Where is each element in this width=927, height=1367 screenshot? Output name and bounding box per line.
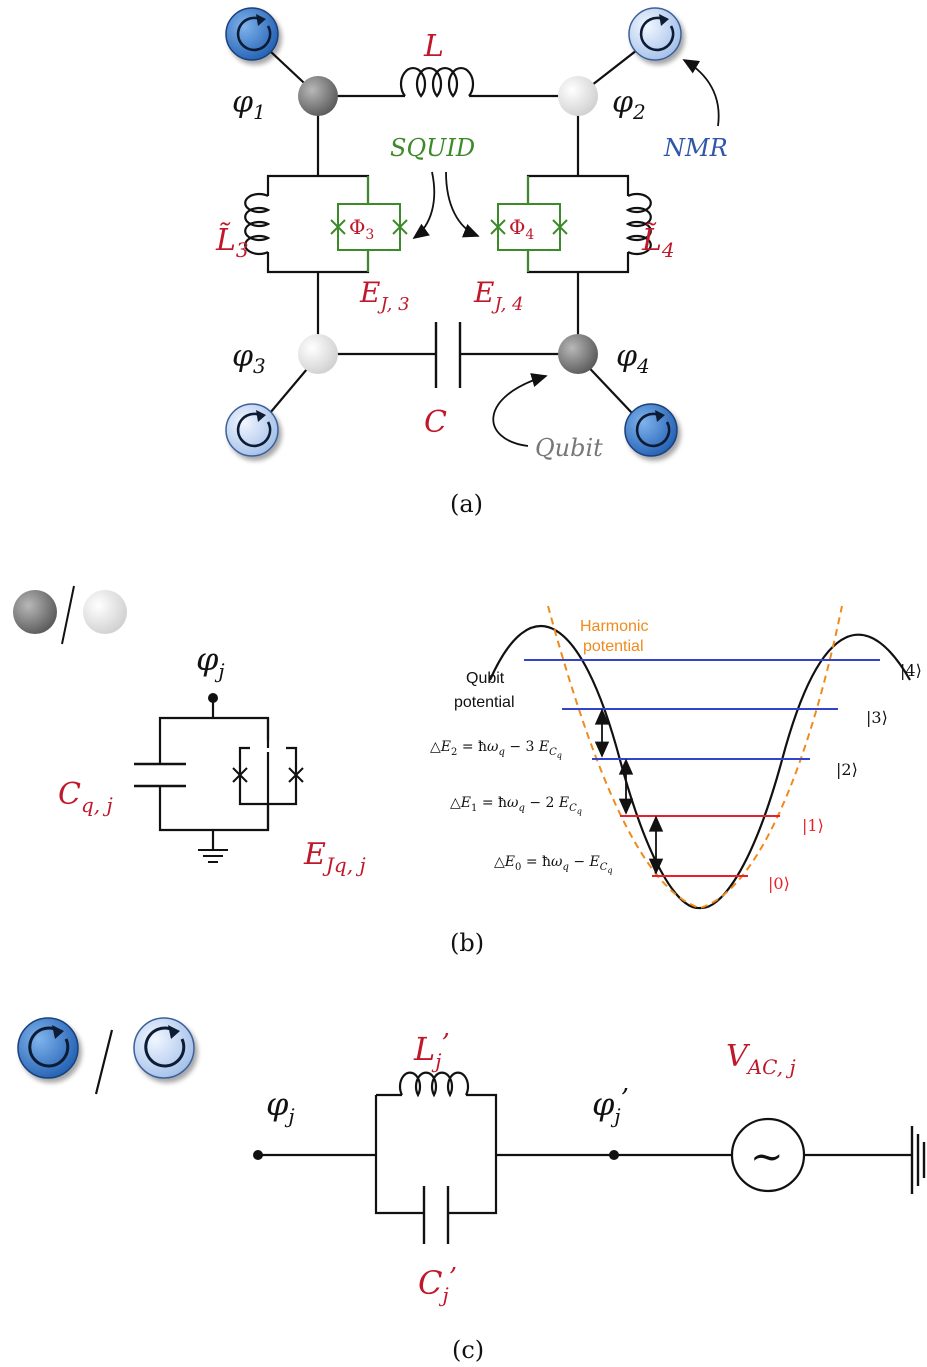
state-4: |4⟩ (900, 661, 922, 680)
state-1: |1⟩ (802, 816, 824, 835)
rotor-bottom-left (225, 403, 279, 457)
label-EJqj: EJq, j (303, 837, 366, 877)
node-light-legend (83, 590, 127, 634)
label-qubit-pot-2: potential (454, 694, 515, 711)
squid-arrow-right (445, 171, 480, 238)
node-phi1 (298, 76, 338, 116)
label-Lj: Lj’ (413, 1029, 450, 1073)
panel-a: L φ1 φ2 SQUID NMR L̃3 L̃4 Φ3 Φ4 EJ, 3 EJ… (215, 7, 728, 518)
label-C: C (424, 405, 447, 440)
qubit-potential-curve (488, 624, 911, 910)
inductor-Lj (398, 1071, 470, 1098)
label-EJ4: EJ, 4 (473, 276, 524, 315)
label-L3: L̃3 (215, 223, 249, 262)
caption-a: (a) (450, 490, 483, 518)
nmr-arrow (682, 59, 720, 127)
state-2: |2⟩ (836, 760, 858, 779)
rotor-bottom-right (624, 403, 678, 457)
squid-right (490, 176, 568, 272)
label-qubit: Qubit (535, 434, 603, 462)
node-phi2 (558, 76, 598, 116)
label-VAC: VAC, j (726, 1039, 796, 1079)
label-phij-b: φj (196, 640, 225, 683)
caption-c: (c) (452, 1336, 484, 1364)
label-dE1: △E1 = ħωq − 2 ECq (450, 795, 582, 816)
label-EJ3: EJ, 3 (359, 276, 410, 315)
inductor-L4 (625, 192, 652, 256)
rotor-top-left (225, 7, 279, 61)
inductor-L (318, 66, 578, 98)
label-phi4: φ4 (616, 339, 650, 378)
label-Cqj: Cq, j (58, 777, 113, 817)
rotor-dark-legend (17, 1017, 79, 1079)
label-harmonic-2: potential (583, 638, 644, 655)
squid-left (330, 176, 408, 272)
label-phi1: φ1 (232, 85, 266, 124)
ac-source-symbol: ~ (750, 1134, 784, 1180)
qubit-arrow (492, 373, 548, 447)
rotor-light-legend (133, 1017, 195, 1079)
harmonic-potential-curve (547, 605, 843, 910)
label-phij-c: φj (266, 1085, 295, 1128)
state-3: |3⟩ (866, 708, 888, 727)
label-qubit-pot-1: Qubit (466, 670, 505, 687)
label-L: L (423, 29, 444, 64)
node-phi4 (558, 334, 598, 374)
label-dE2: △E2 = ħωq − 3 ECq (430, 739, 562, 760)
label-phij-prime: φj’ (592, 1084, 629, 1128)
panel-c: ~ φj φj’ Lj’ Cj’ VAC, j (c) (17, 1017, 926, 1364)
squid-arrow-left (412, 171, 436, 240)
rotor-top-right (628, 7, 682, 61)
label-squid: SQUID (390, 134, 475, 162)
label-harmonic-1: Harmonic (580, 618, 648, 635)
caption-b: (b) (450, 929, 484, 957)
label-phi3: φ3 (232, 339, 266, 378)
label-dE0: △E0 = ħωq − ECq (494, 854, 613, 875)
label-phi2: φ2 (612, 85, 646, 124)
label-nmr: NMR (663, 134, 728, 162)
label-Cj: Cj’ (418, 1263, 457, 1307)
inductor-L3 (244, 192, 271, 256)
node-phi3 (298, 334, 338, 374)
capacitor-C (434, 322, 462, 388)
node-dark-legend (13, 590, 57, 634)
label-L4: L̃4 (641, 223, 675, 262)
state-0: |0⟩ (768, 874, 790, 893)
panel-b: φj Cq, j EJq, j Harmoni (13, 585, 922, 957)
